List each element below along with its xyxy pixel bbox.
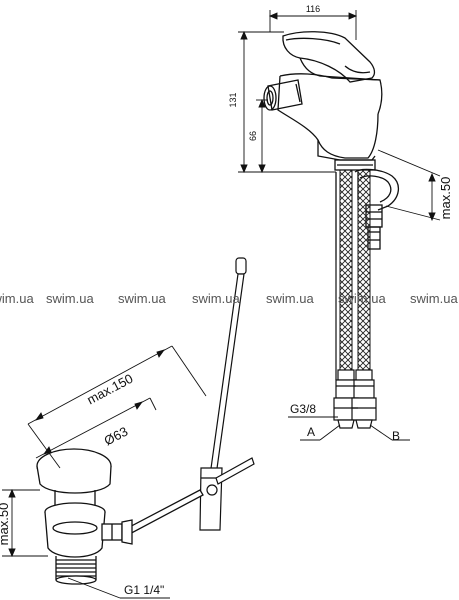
hose-labels: G3/8 A B: [288, 402, 410, 443]
drain-dimension-lines: [2, 345, 207, 599]
dim-diameter-63: Ø63: [102, 424, 131, 449]
hose-fittings: [333, 369, 377, 429]
dim-width-116: 116: [306, 4, 320, 14]
watermark-text: swim.ua: [118, 291, 166, 306]
drain-plug-and-body: [36, 448, 204, 585]
hose-label-b: B: [392, 429, 400, 443]
watermark-text: swim.ua: [0, 291, 34, 306]
dim-thread-g38: G3/8: [290, 402, 316, 416]
faucet-dimension-labels: 116 131 66 max.50: [228, 4, 453, 219]
faucet-body: [263, 31, 383, 171]
dim-max50-drain: max.50: [0, 503, 11, 546]
watermark-row: swim.ua swim.ua swim.ua swim.ua swim.ua …: [0, 291, 458, 306]
dim-max150: max.150: [84, 371, 135, 408]
braided-hoses: [335, 169, 371, 380]
watermark-text: swim.ua: [266, 291, 314, 306]
dim-thread-g114: G1 1/4": [124, 583, 164, 597]
dim-max50-faucet: max.50: [438, 177, 453, 220]
watermark-text: swim.ua: [338, 291, 386, 306]
hose-label-a: A: [307, 425, 315, 439]
dim-height-131: 131: [228, 92, 238, 107]
popup-rod: [199, 257, 255, 531]
dim-height-66: 66: [248, 131, 258, 141]
watermark-text: swim.ua: [192, 291, 240, 306]
watermark-text: swim.ua: [410, 291, 458, 306]
faucet-dimension-lines: [238, 10, 441, 222]
watermark-text: swim.ua: [46, 291, 94, 306]
